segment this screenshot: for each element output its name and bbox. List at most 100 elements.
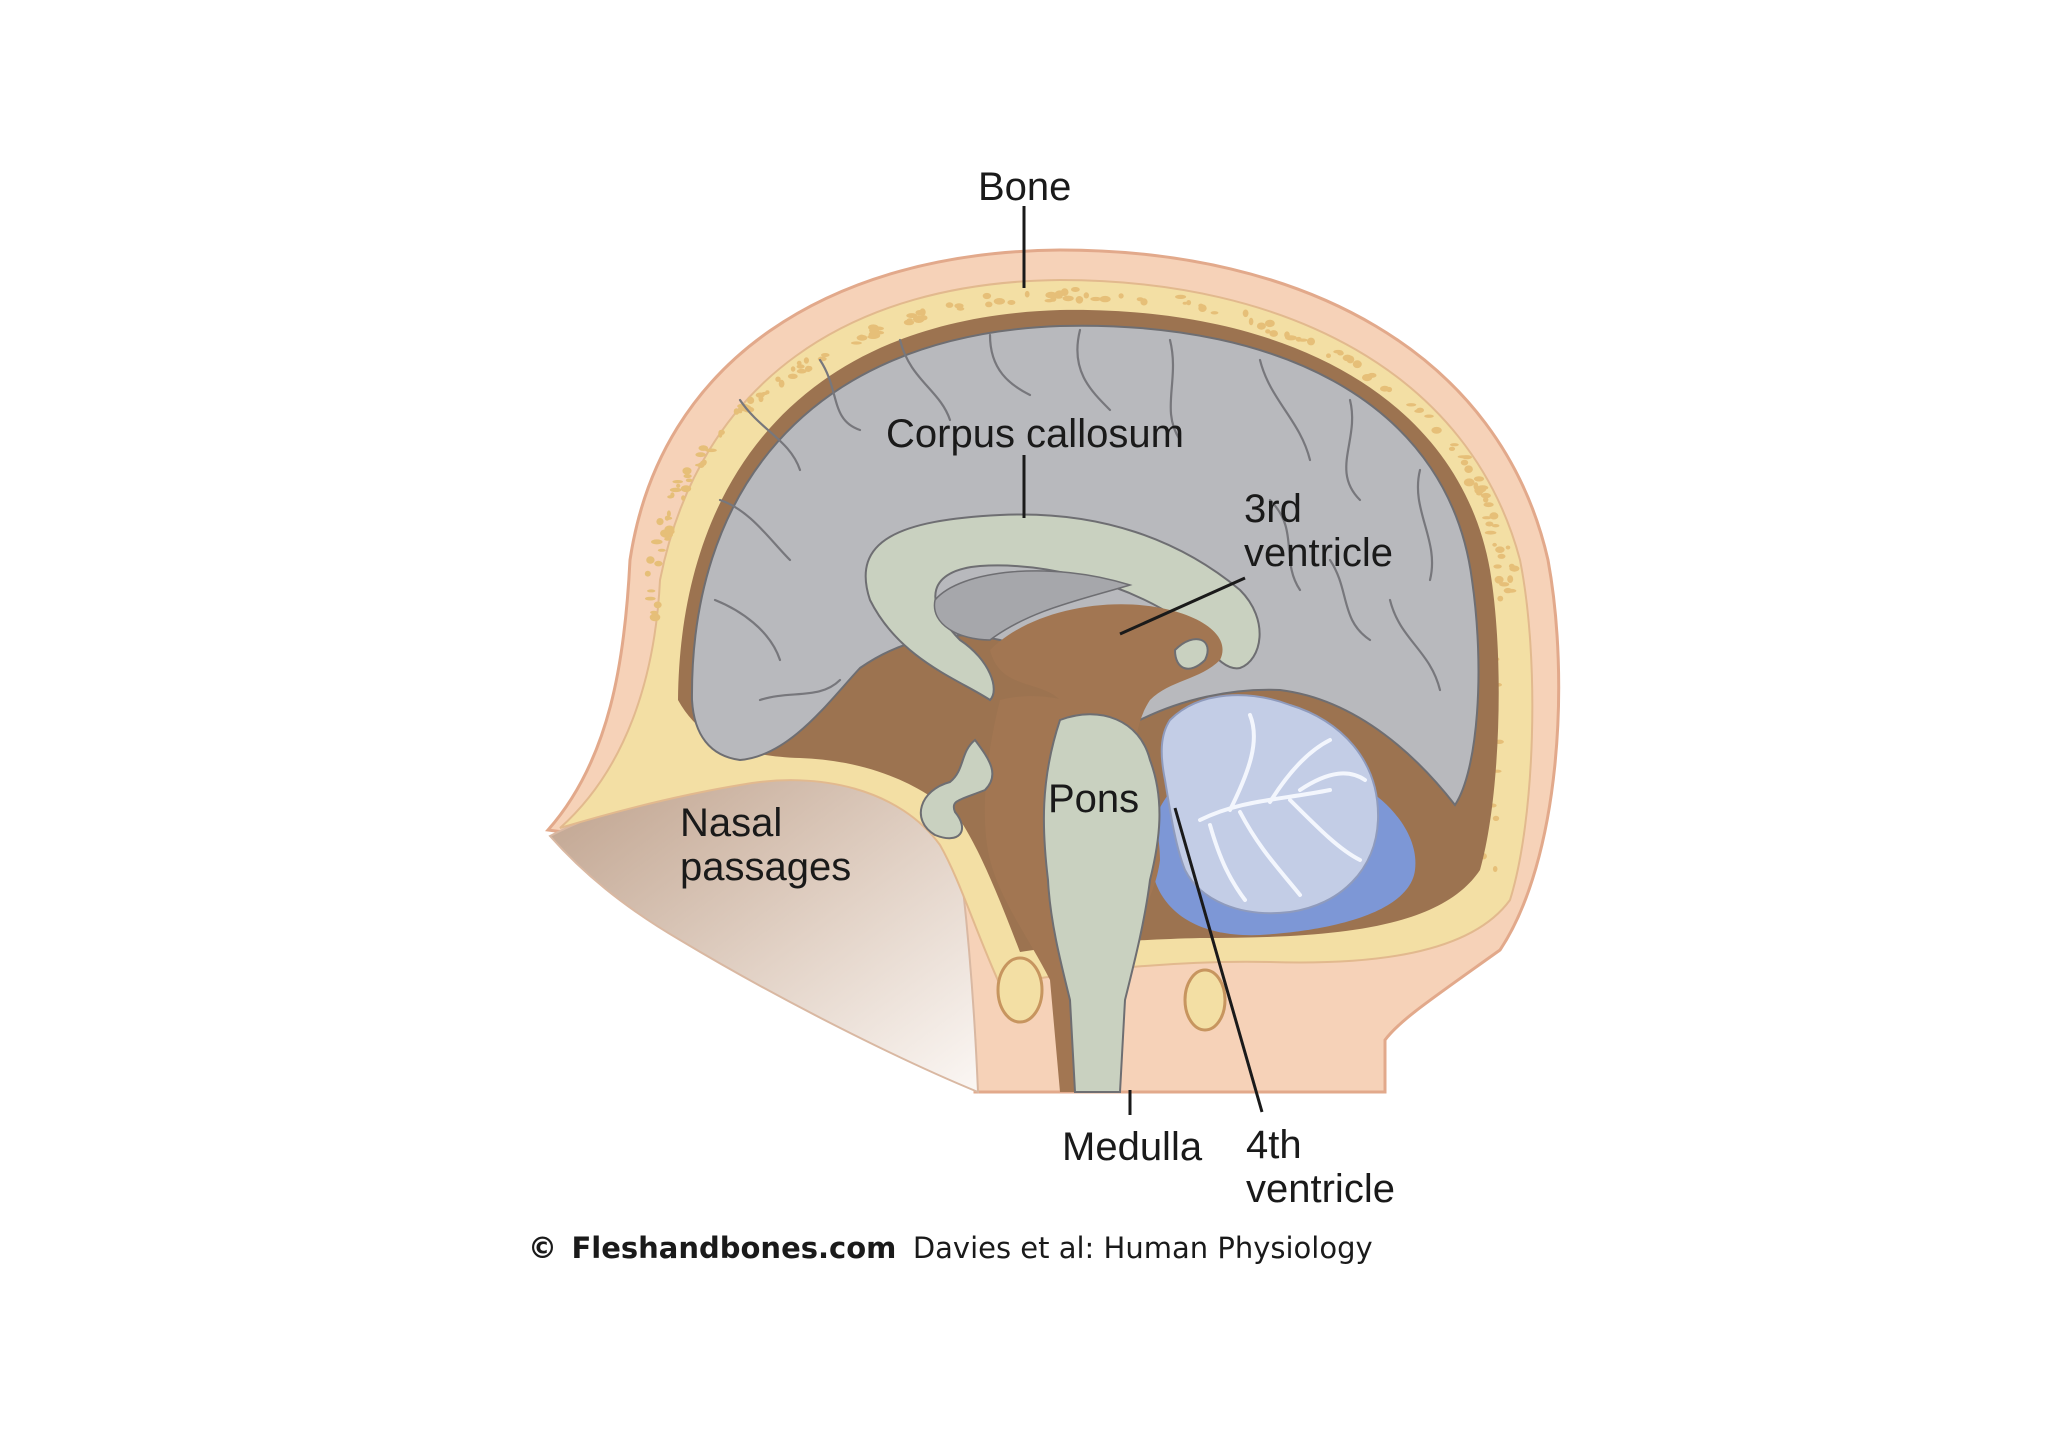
bone-pore (1326, 353, 1331, 359)
bone-pore (672, 480, 683, 484)
bone-pore (982, 292, 992, 300)
bone-pore (758, 395, 764, 403)
bone-pore (778, 379, 785, 388)
bone-pore (1492, 866, 1498, 872)
bone-pore (985, 301, 993, 308)
copyright-symbol: © (528, 1231, 557, 1265)
bone-pore (682, 467, 692, 475)
bone-pore (1461, 455, 1472, 460)
pineal (1173, 638, 1209, 670)
bone-pore (1265, 329, 1271, 334)
bone-pores (644, 287, 1520, 872)
bone-pore (1367, 372, 1377, 378)
bone-pore (1024, 290, 1030, 298)
leader-lines (1022, 206, 1264, 1115)
bone-pore (1269, 330, 1278, 337)
bone-pore (1473, 482, 1479, 490)
label-third-ventricle-2: ventricle (1244, 531, 1393, 575)
bone-pore (956, 306, 965, 311)
bone-pore (904, 320, 910, 325)
bone-pore (1507, 588, 1517, 593)
bone-pore (1448, 446, 1456, 451)
bone-pore (765, 390, 770, 395)
bone-pore (1054, 290, 1065, 297)
bone-pore (1295, 336, 1302, 342)
bone-pore (647, 589, 656, 593)
cerebellum-arbor (1198, 713, 1367, 902)
label-fourth-ventricle-2: ventricle (1246, 1167, 1395, 1211)
bone-pore (796, 368, 807, 374)
bone-pore (945, 302, 954, 308)
bone-pore (1494, 575, 1504, 584)
bone-pore (1476, 485, 1489, 491)
bone-pore (1491, 524, 1500, 528)
bone-pore (1497, 553, 1506, 559)
bone-pore (1090, 296, 1102, 302)
bone-pore (695, 452, 706, 458)
bone-pore (1480, 492, 1491, 499)
label-nasal-2: passages (680, 845, 851, 889)
bone-pore (1489, 512, 1499, 520)
bone-pore (1493, 564, 1502, 569)
bone-pore (1485, 521, 1494, 527)
bone-pore (1460, 459, 1469, 466)
bone-pore (1175, 294, 1187, 299)
bone-pore (1307, 337, 1315, 346)
third-ventricle (990, 604, 1223, 824)
credit-line: © Fleshandbones.com Davies et al: Human … (528, 1231, 1373, 1265)
bone-pore (657, 548, 666, 552)
bone-pore (664, 515, 670, 521)
bone-pore (1045, 291, 1057, 299)
bone-pore (653, 601, 662, 609)
bone-pore (796, 364, 805, 369)
bone-pore (790, 366, 796, 372)
bone-pore (1406, 403, 1417, 407)
label-nasal-1: Nasal (680, 801, 782, 845)
bone-pore (718, 429, 725, 435)
bone-pore (1497, 595, 1504, 602)
bone-pore (850, 341, 862, 345)
bone-pore (654, 560, 663, 567)
bone-pore (1182, 301, 1188, 305)
bone-pore (1484, 530, 1497, 535)
bone-pore (1352, 360, 1362, 369)
label-third-ventricle-1: 3rd (1244, 487, 1302, 531)
bone-pore (670, 492, 675, 498)
label-corpus-callosum: Corpus callosum (886, 412, 1184, 456)
bone-pore (1380, 385, 1390, 392)
bone-pore (680, 485, 692, 493)
bone-pore (685, 478, 693, 483)
bone-pore (1210, 311, 1219, 315)
bone-pore (787, 373, 798, 379)
bone-pore (913, 315, 925, 323)
bone-pore (1346, 355, 1355, 364)
label-fourth-ventricle-1: 4th (1246, 1123, 1302, 1167)
bone-pore (705, 448, 717, 453)
bone-pore (796, 360, 802, 366)
bone-pore (1495, 546, 1505, 553)
bone-pore (683, 474, 692, 479)
bone-pore (1333, 349, 1343, 354)
bone-pore (1071, 287, 1080, 292)
label-pons: Pons (1048, 777, 1139, 821)
bone-pore (1062, 295, 1074, 302)
bone-pore (695, 463, 705, 467)
bone-pore (1424, 414, 1434, 418)
bone-pore (1483, 502, 1494, 508)
label-medulla: Medulla (1062, 1125, 1203, 1169)
bone-pore (1450, 443, 1459, 447)
bone-pore (669, 487, 682, 493)
bone-pore (1140, 298, 1148, 306)
bone-pore (1198, 303, 1204, 308)
bone-pore (817, 356, 827, 362)
bone-pore (1483, 497, 1489, 503)
bone-pore (993, 298, 1006, 305)
vertebra-right (1183, 968, 1227, 1032)
bone-pore (1256, 322, 1266, 330)
bone-pore (805, 365, 812, 372)
bone-pore (649, 613, 661, 622)
bone-pore (1242, 309, 1249, 318)
bone-pore (1492, 542, 1497, 547)
bone-pore (1083, 292, 1090, 299)
bone-pore (1473, 476, 1485, 482)
